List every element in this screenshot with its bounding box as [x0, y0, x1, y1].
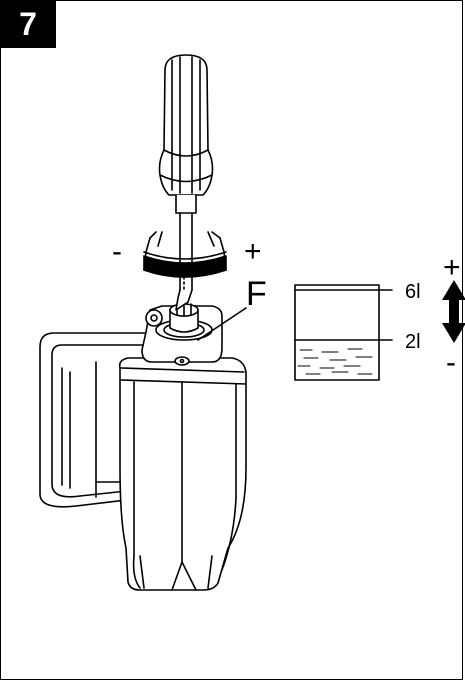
screwdriver: [158, 54, 214, 311]
level-gauge: [294, 284, 393, 381]
step-number-badge: 7: [0, 0, 56, 48]
gauge-plus-label: +: [443, 251, 461, 284]
gauge-minus-label: -: [446, 346, 456, 379]
adjustment-ring: [143, 231, 227, 278]
container-body: [118, 357, 247, 591]
adjuster-minus-label: -: [112, 235, 122, 268]
gauge-top-level-label: 6l: [405, 281, 421, 303]
adjustment-screw-F: [169, 303, 199, 333]
adjuster-plus-label: +: [244, 235, 262, 268]
gauge-bottom-level-label: 2l: [405, 331, 421, 353]
callout-label-F: F: [246, 275, 267, 313]
callout-leader-F: [197, 307, 247, 341]
liquid-hatching: [297, 348, 373, 375]
level-double-arrow-icon: [442, 280, 465, 343]
